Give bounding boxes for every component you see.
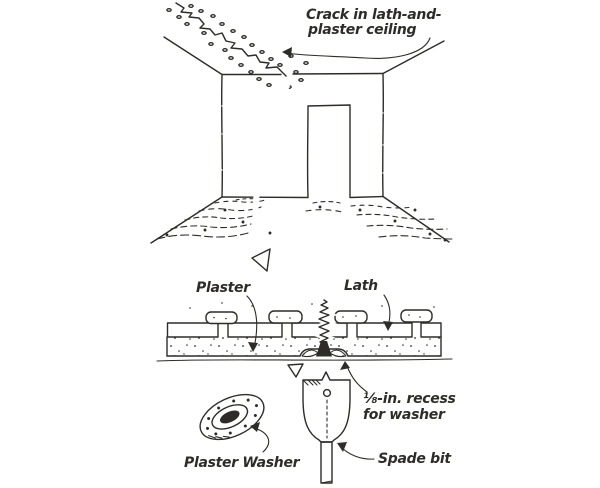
room-perspective-drawing [150, 2, 456, 244]
doorway [306, 104, 351, 198]
recess-leader-arrow [340, 361, 368, 393]
drywall-screw [310, 297, 338, 357]
crack-leader-arrow [282, 37, 431, 59]
washer-center-hole [219, 410, 240, 424]
recess-label-line1: ⅛-in. recess [363, 391, 456, 407]
washer-leader-arrow [250, 422, 270, 453]
floor-texture [156, 198, 456, 242]
zoom-arrow [251, 75, 292, 272]
lath-label: Lath [344, 278, 378, 294]
lath-leader-arrow [383, 294, 393, 331]
plaster-label: Plaster [196, 280, 251, 296]
screw-head [316, 341, 332, 357]
washer-to-recess-arrow [253, 363, 304, 397]
plaster-washer [199, 393, 265, 441]
plaster-washer-label: Plaster Washer [184, 455, 301, 471]
spade-leader-arrow [337, 442, 375, 460]
recess-label-line2: for washer [363, 407, 446, 423]
spade-bit [302, 371, 351, 484]
spade-bit-label: Spade bit [378, 451, 452, 467]
spade-bit-hole [322, 388, 332, 398]
spade-bit-shaft [320, 441, 333, 484]
plaster-keys [205, 309, 433, 325]
crack-debris-dots [166, 3, 309, 89]
ceiling-crack [166, 2, 309, 89]
plaster-leader-arrow [246, 295, 258, 352]
crack-label-line1: Crack in lath-and- [306, 7, 442, 23]
cross-section-drawing [156, 297, 453, 362]
crack-label-line2: plaster ceiling [307, 22, 417, 38]
wall-corners [221, 73, 384, 199]
lath-strips [166, 322, 442, 338]
plaster-layer [156, 302, 453, 362]
ceiling-edges [163, 36, 445, 76]
